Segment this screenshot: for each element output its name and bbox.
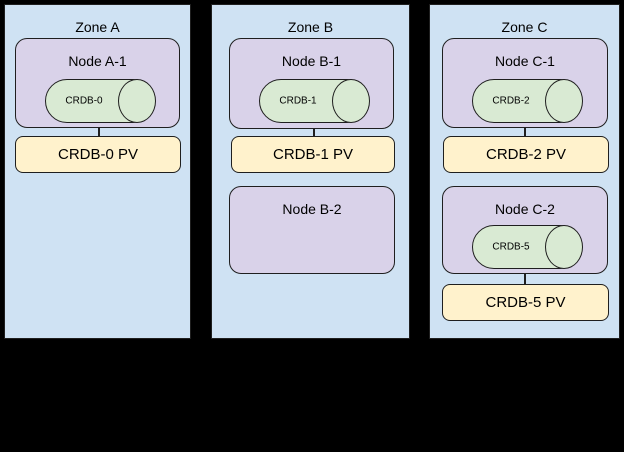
node-a-1: Node A-1 CRDB-0 <box>15 38 180 128</box>
cylinder-end-ellipse <box>544 78 583 123</box>
crdb-1-pv-connector <box>313 129 315 137</box>
crdb-2-pod-cylinder: CRDB-2 <box>472 78 583 123</box>
crdb-1-pod-label: CRDB-1 <box>279 95 317 107</box>
zone-b: Zone B Node B-1 CRDB-1 CRDB-1 PV Node B-… <box>211 4 410 339</box>
crdb-0-pod-label: CRDB-0 <box>65 95 103 107</box>
cylinder-end-ellipse <box>544 224 583 269</box>
crdb-5-pod-cylinder: CRDB-5 <box>472 224 583 269</box>
crdb-5-pod-label: CRDB-5 <box>492 241 530 253</box>
crdb-0-pv-connector <box>98 128 100 137</box>
crdb-2-pv: CRDB-2 PV <box>443 136 609 173</box>
crdb-5-pv: CRDB-5 PV <box>442 284 609 321</box>
zone-c: Zone C Node C-1 CRDB-2 CRDB-2 PV Node C-… <box>429 4 620 339</box>
node-c-2: Node C-2 CRDB-5 <box>442 186 608 274</box>
crdb-2-pv-connector <box>524 128 526 137</box>
node-c-2-label: Node C-2 <box>495 201 555 217</box>
cylinder-end-ellipse <box>117 78 156 123</box>
crdb-1-pv: CRDB-1 PV <box>231 136 395 173</box>
node-b-1: Node B-1 CRDB-1 <box>229 38 394 129</box>
crdb-0-pv: CRDB-0 PV <box>15 136 181 173</box>
node-b-2-label: Node B-2 <box>282 201 342 217</box>
cylinder-end-ellipse <box>331 78 370 123</box>
node-a-1-label: Node A-1 <box>68 53 127 69</box>
zone-a-label: Zone A <box>75 19 120 35</box>
crdb-0-pod-cylinder: CRDB-0 <box>45 78 156 123</box>
node-c-1: Node C-1 CRDB-2 <box>442 38 608 128</box>
crdb-5-pv-connector <box>524 274 526 285</box>
node-b-2: Node B-2 <box>229 186 395 274</box>
node-c-1-label: Node C-1 <box>495 53 555 69</box>
zone-a: Zone A Node A-1 CRDB-0 CRDB-0 PV <box>4 4 191 339</box>
crdb-2-pod-label: CRDB-2 <box>492 95 530 107</box>
crdb-1-pod-cylinder: CRDB-1 <box>259 78 370 123</box>
zone-c-label: Zone C <box>501 19 548 35</box>
node-b-1-label: Node B-1 <box>281 53 342 69</box>
zone-b-label: Zone B <box>287 19 334 35</box>
